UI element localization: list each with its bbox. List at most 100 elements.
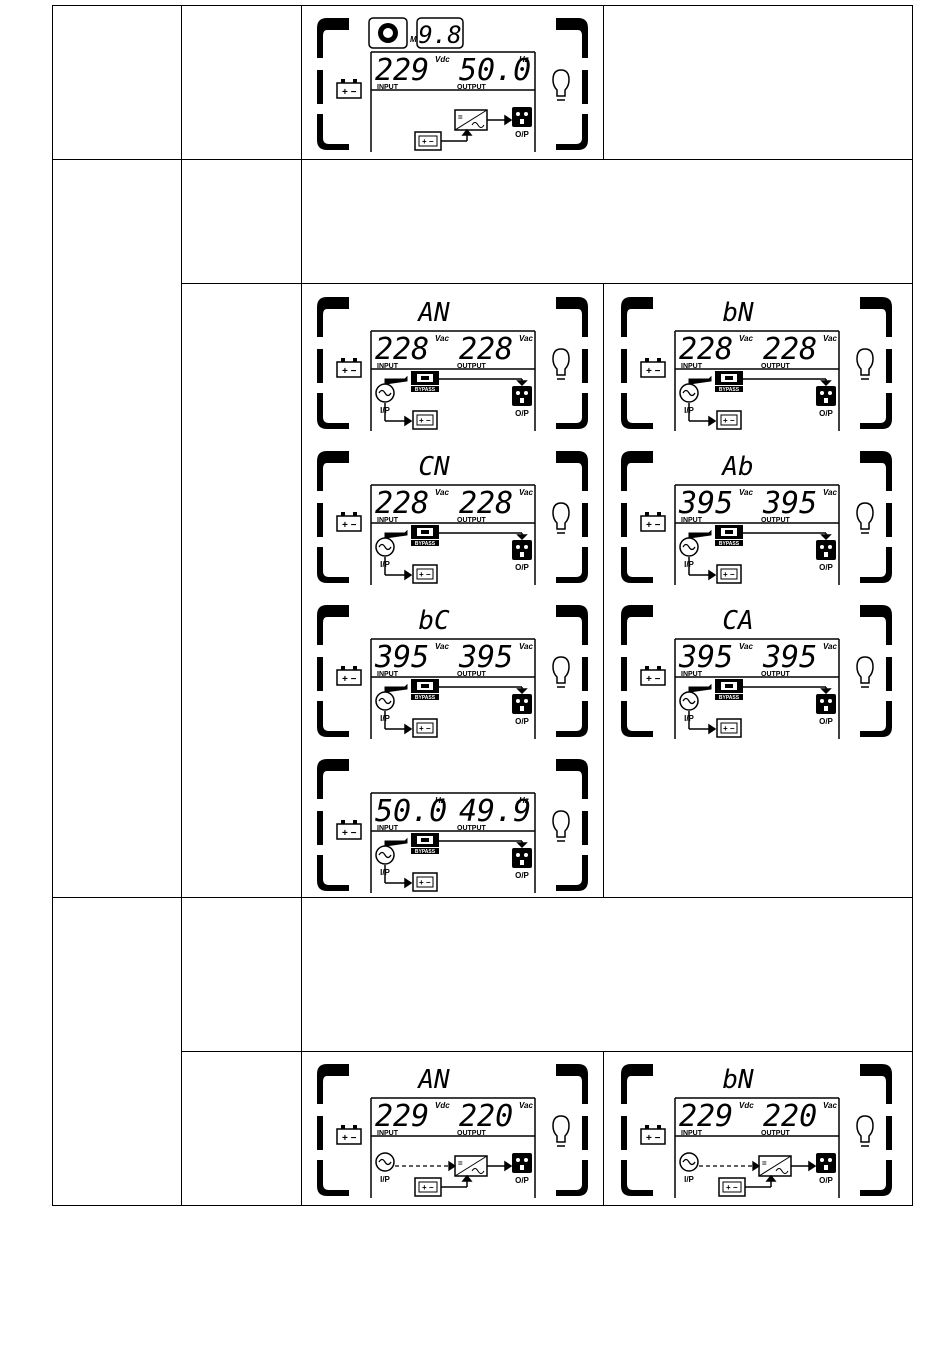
svg-text:+ −: + −: [646, 1133, 661, 1144]
grid-line: [52, 5, 913, 6]
battery-icon: + −: [718, 1177, 746, 1197]
svg-text:+ −: + −: [342, 1133, 357, 1144]
charge-arrow: [384, 557, 413, 581]
load-level-bars: [317, 1064, 349, 1196]
svg-text:+ −: + −: [723, 570, 735, 579]
battery-icon: + −: [336, 1125, 362, 1145]
battery-level-bars: [556, 759, 588, 891]
outlet-icon: [816, 694, 836, 714]
bypass-icon: [411, 833, 439, 854]
bypass-to-output-arrow: [439, 686, 528, 695]
battery-icon: + −: [716, 718, 742, 738]
outlet-icon: [816, 1153, 836, 1173]
bypass-icon: [715, 679, 743, 700]
grid-line: [181, 1051, 913, 1052]
battery-to-inverter-arrow: [441, 128, 473, 142]
output-value: 395: [762, 640, 817, 675]
input-unit: Vac: [435, 488, 449, 497]
input-label: INPUT: [377, 825, 399, 832]
outlet-icon: [512, 694, 532, 714]
input-unit: Vdc: [435, 55, 450, 64]
grid-line: [181, 5, 182, 1206]
mode-code: bN: [722, 1065, 754, 1095]
outlet-icon: [816, 540, 836, 560]
output-unit: Vac: [823, 642, 837, 651]
svg-text:=: =: [458, 113, 463, 122]
battery-level-bars: [556, 605, 588, 737]
ac-source-icon: [375, 845, 395, 865]
input-value: 229: [679, 1099, 733, 1134]
bulb-icon: [552, 69, 570, 101]
battery-icon: + −: [412, 718, 438, 738]
battery-icon: + −: [336, 512, 362, 532]
mode-code: bC: [418, 606, 450, 636]
input-value: 50.0: [375, 794, 447, 829]
inverter-icon: =: [454, 1155, 488, 1177]
output-unit: Vac: [823, 488, 837, 497]
load-level-bars: [317, 759, 349, 891]
output-value: 49.9: [459, 794, 531, 829]
bulb-icon: [856, 348, 874, 380]
output-unit: Vac: [823, 334, 837, 343]
bypass-label: BYPASS: [415, 849, 436, 855]
ac-source-icon: [679, 383, 699, 403]
svg-text:+ −: + −: [419, 724, 431, 733]
grid-line: [603, 283, 604, 897]
bypass-label: BYPASS: [719, 541, 740, 547]
battery-level-bars: [860, 605, 892, 737]
load-level-bars: [621, 605, 653, 737]
battery-icon: + −: [412, 564, 438, 584]
battery-icon: + −: [336, 820, 362, 840]
output-label: OUTPUT: [457, 363, 487, 370]
ip-label: I/P: [380, 1175, 390, 1184]
charge-arrow: [688, 403, 717, 427]
grid-line: [181, 283, 913, 284]
input-unit: Hz: [435, 796, 445, 805]
input-label: INPUT: [377, 1130, 399, 1137]
load-level-bars: [621, 297, 653, 429]
grid-line: [52, 897, 913, 898]
battery-icon: + −: [716, 564, 742, 584]
op-label: O/P: [515, 717, 529, 726]
bypass-to-output-arrow: [743, 532, 832, 541]
outlet-icon: [512, 107, 532, 127]
ac-source-icon: [375, 691, 395, 711]
output-label: OUTPUT: [761, 517, 791, 524]
inverter-to-output-arrow: [791, 1160, 817, 1172]
output-value: 220: [763, 1099, 817, 1134]
bypass-label: BYPASS: [415, 541, 436, 547]
dashed-flow-arrow: [699, 1160, 761, 1172]
bypass-flow-line: [384, 837, 408, 847]
ip-label: I/P: [684, 1175, 694, 1184]
bypass-flow-line: [384, 683, 408, 693]
bulb-icon: [856, 1115, 874, 1147]
ac-source-icon: [679, 691, 699, 711]
output-unit: Vac: [519, 1101, 533, 1110]
bypass-icon: [411, 679, 439, 700]
output-unit: Vac: [519, 334, 533, 343]
svg-text:+ −: + −: [646, 674, 661, 685]
bulb-icon: [552, 810, 570, 842]
input-value: 395: [678, 486, 733, 521]
svg-text:+ −: + −: [342, 366, 357, 377]
battery-to-inverter-arrow: [441, 1174, 473, 1188]
svg-text:+ −: + −: [419, 878, 431, 887]
bypass-to-output-arrow: [439, 840, 528, 849]
input-value: 228: [375, 486, 429, 521]
output-label: OUTPUT: [457, 1130, 487, 1137]
input-value: 228: [679, 332, 733, 367]
bypass-icon: [411, 525, 439, 546]
bypass-to-output-arrow: [439, 378, 528, 387]
bypass-to-output-arrow: [743, 378, 832, 387]
inverter-icon: =: [758, 1155, 792, 1177]
timer-prefix: M: [410, 35, 417, 44]
bypass-to-output-arrow: [743, 686, 832, 695]
load-level-bars: [621, 451, 653, 583]
output-label: OUTPUT: [761, 671, 791, 678]
